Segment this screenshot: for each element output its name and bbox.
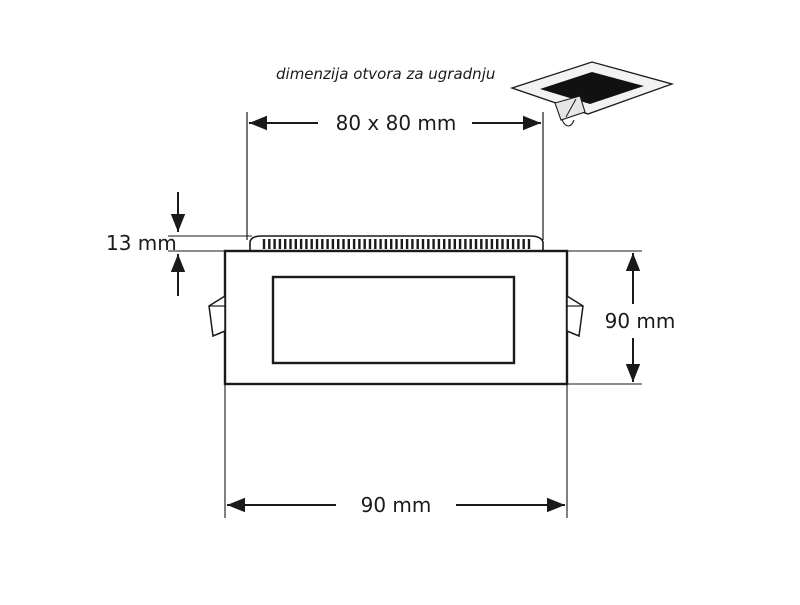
height-dimension-label: 13 mm — [106, 231, 177, 255]
cutout-dimension: 80 x 80 mm — [246, 111, 544, 240]
fixture-body — [223, 249, 569, 386]
width-dimension: 90 mm — [224, 384, 568, 518]
spring-clip-right — [566, 294, 584, 338]
side-dimension: 90 mm — [567, 250, 676, 385]
width-dimension-label: 90 mm — [361, 493, 432, 517]
cutout-caption: dimenzija otvora za ugradnju — [276, 65, 495, 83]
cutout-dimension-label: 80 x 80 mm — [336, 111, 457, 135]
fixture-inner-panel — [271, 275, 516, 365]
heatsink-fins — [249, 235, 544, 251]
side-dimension-label: 90 mm — [605, 309, 676, 333]
cutout-perspective-icon — [509, 61, 675, 127]
height-dimension: 13 mm — [106, 192, 252, 296]
spring-clip-left — [208, 294, 226, 338]
